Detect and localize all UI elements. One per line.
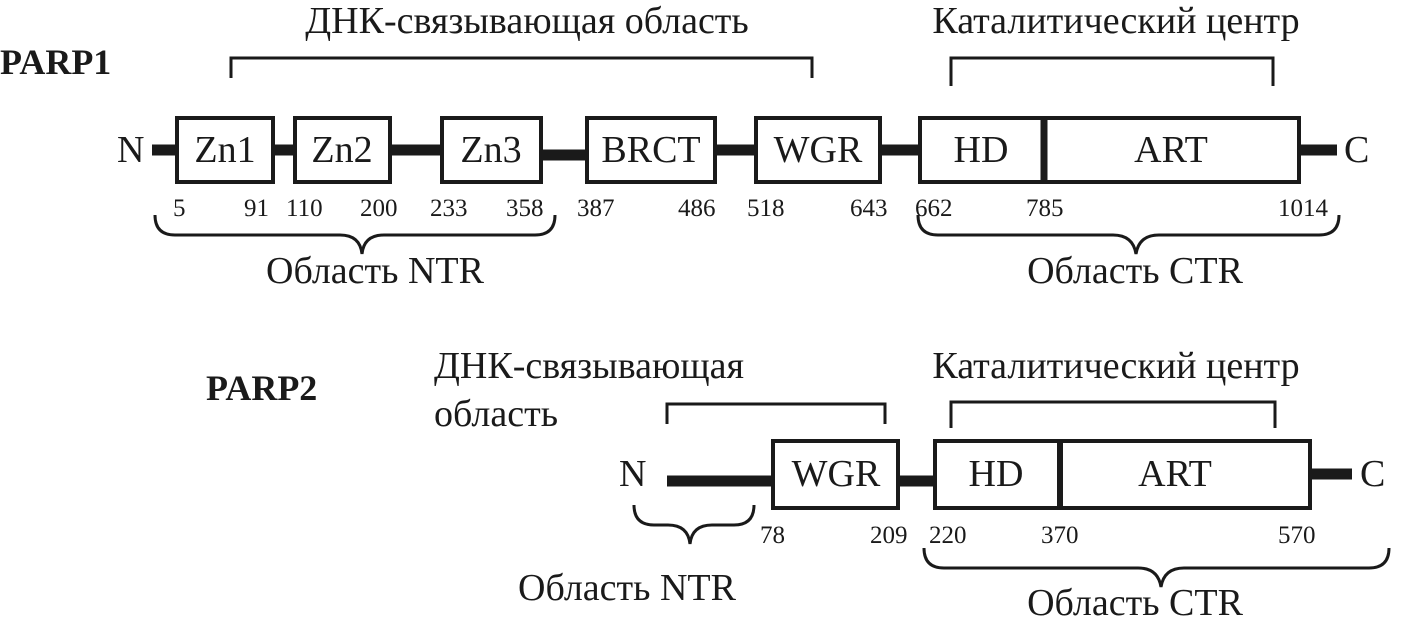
parp1-domain-wgr: WGR bbox=[774, 129, 863, 171]
parp1-ntr-brace bbox=[153, 214, 557, 255]
parp1-dna-binding-bracket bbox=[229, 56, 814, 78]
parp1-diagram: PARP1 ДНК-связывающая область Каталитиче… bbox=[0, 0, 1369, 292]
parp1-position: 486 bbox=[678, 195, 716, 222]
parp1-domain-zn3: Zn3 bbox=[460, 129, 521, 171]
parp1-domain-zn2: Zn2 bbox=[311, 129, 372, 171]
parp2-n-terminus: N bbox=[619, 453, 646, 495]
parp2-backbone bbox=[667, 468, 1352, 487]
parp2-dna-binding-bracket bbox=[665, 402, 887, 424]
parp2-position: 78 bbox=[760, 522, 785, 549]
parp1-domain-brct: BRCT bbox=[601, 129, 700, 171]
parp1-catalytic-bracket bbox=[949, 56, 1275, 86]
parp1-position: 110 bbox=[286, 195, 323, 222]
parp2-domain-catalytic-box bbox=[933, 439, 1312, 510]
parp2-catalytic-label: Каталитический центр bbox=[932, 345, 1299, 387]
parp1-position: 387 bbox=[577, 195, 615, 222]
parp2-ctr-label: Область CTR bbox=[1027, 582, 1244, 624]
parp1-position: 91 bbox=[244, 195, 269, 222]
parp2-positions: 78 209 220 370 570 bbox=[760, 522, 1316, 549]
parp1-domain-zn2-box bbox=[293, 116, 392, 184]
parp1-domain-zn3-box bbox=[440, 116, 543, 184]
parp1-position: 200 bbox=[360, 195, 398, 222]
parp1-position: 662 bbox=[915, 195, 953, 222]
parp2-domain-hd: HD bbox=[969, 453, 1024, 495]
parp2-title: PARP2 bbox=[206, 368, 317, 408]
parp1-position: 643 bbox=[850, 195, 888, 222]
parp1-backbone bbox=[152, 144, 1337, 161]
parp1-n-terminus: N bbox=[117, 129, 144, 171]
parp1-ntr-label: Область NTR bbox=[266, 250, 485, 292]
parp2-domain-wgr-box bbox=[771, 439, 900, 510]
parp2-catalytic-bracket bbox=[949, 400, 1277, 428]
parp2-dna-binding-label-line2: область bbox=[434, 393, 558, 435]
parp1-position: 518 bbox=[747, 195, 785, 222]
parp2-position: 570 bbox=[1278, 522, 1316, 549]
parp1-domain-art: ART bbox=[1134, 129, 1208, 171]
parp1-dna-binding-label: ДНК-связывающая область bbox=[305, 0, 749, 42]
parp1-domain-hd: HD bbox=[954, 129, 1009, 171]
parp1-positions: 5 91 110 200 233 358 387 486 518 643 662… bbox=[173, 195, 1329, 222]
parp2-c-terminus: C bbox=[1360, 453, 1385, 495]
parp1-domain-zn1-box bbox=[175, 116, 275, 184]
parp2-position: 220 bbox=[929, 522, 967, 549]
parp1-ctr-label: Область CTR bbox=[1027, 250, 1244, 292]
parp2-ntr-label: Область NTR bbox=[518, 567, 737, 609]
parp2-domain-art: ART bbox=[1138, 453, 1212, 495]
parp2-ntr-brace bbox=[632, 504, 756, 545]
parp1-domain-catalytic-box bbox=[918, 116, 1301, 184]
parp2-diagram: PARP2 ДНК-связывающая область Каталитиче… bbox=[206, 345, 1391, 624]
parp1-title: PARP1 bbox=[0, 42, 111, 82]
parp2-ctr-brace bbox=[922, 547, 1391, 588]
parp1-position: 785 bbox=[1026, 195, 1064, 222]
parp1-position: 233 bbox=[430, 195, 468, 222]
parp1-position: 5 bbox=[173, 195, 186, 222]
parp2-dna-binding-label-line1: ДНК-связывающая bbox=[434, 345, 744, 387]
parp1-catalytic-label: Каталитический центр bbox=[932, 0, 1299, 42]
parp1-position: 358 bbox=[506, 195, 544, 222]
parp2-position: 370 bbox=[1041, 522, 1079, 549]
parp1-domain-brct-box bbox=[585, 116, 717, 184]
parp1-domain-wgr-box bbox=[754, 116, 882, 184]
parp1-ctr-brace bbox=[916, 214, 1341, 255]
parp2-domain-wgr: WGR bbox=[792, 453, 881, 495]
parp2-position: 209 bbox=[870, 522, 908, 549]
parp1-c-terminus: C bbox=[1344, 129, 1369, 171]
parp1-position: 1014 bbox=[1278, 195, 1329, 222]
parp1-domain-zn1: Zn1 bbox=[194, 129, 255, 171]
